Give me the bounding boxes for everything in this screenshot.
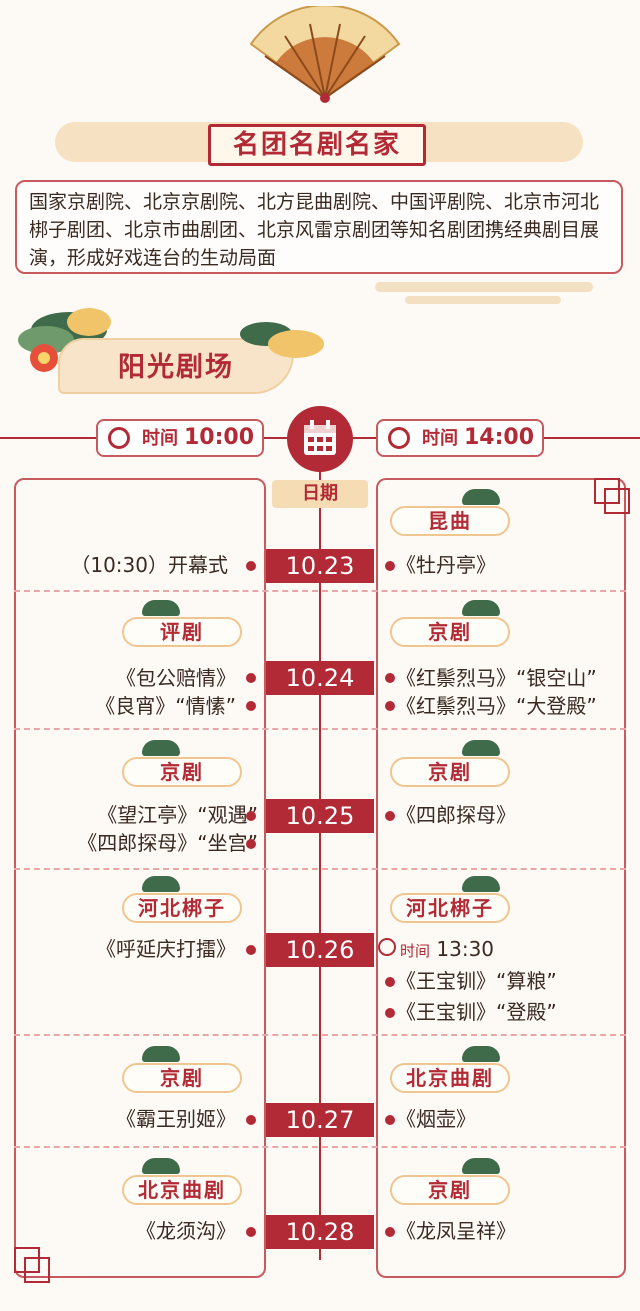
decor-bar — [375, 282, 593, 292]
afternoon-item: 《烟壶》 — [396, 1107, 476, 1131]
genre-tag: 评剧 — [122, 617, 242, 647]
date-10-27: 10.27 — [266, 1103, 374, 1137]
row-separator — [14, 1146, 626, 1148]
cloud-decor-icon — [462, 1158, 500, 1174]
genre-tag: 京剧 — [390, 617, 510, 647]
date-10-23: 10.23 — [266, 549, 374, 583]
morning-item: 《龙须沟》 — [136, 1219, 236, 1243]
bullet-dot — [246, 945, 256, 955]
genre-tag: 京剧 — [122, 1063, 242, 1093]
bullet-dot — [385, 561, 395, 571]
clock-icon — [378, 938, 396, 956]
cloud-decor-icon — [462, 1046, 500, 1062]
timeline-vertical — [319, 440, 321, 1260]
cloud-decor-icon — [142, 1158, 180, 1174]
page-title: 名团名剧名家 — [208, 124, 426, 166]
fan-icon — [249, 6, 401, 103]
decor-bar — [405, 296, 561, 304]
afternoon-item: 《王宝钏》“算粮” — [396, 969, 557, 993]
afternoon-item: 《龙凤呈祥》 — [396, 1219, 516, 1243]
bullet-dot — [385, 811, 395, 821]
time-label: 时间 — [400, 942, 431, 960]
cloud-decor-icon — [142, 876, 180, 892]
cloud-decor-icon — [18, 308, 111, 372]
calendar-icon — [304, 420, 336, 455]
bullet-dot — [246, 701, 256, 711]
afternoon-panel — [376, 478, 626, 1278]
date-column-header: 日期 — [272, 480, 368, 508]
genre-tag: 昆曲 — [390, 506, 510, 536]
morning-item: 《包公赔情》 — [116, 666, 236, 690]
genre-tag: 河北梆子 — [390, 893, 510, 923]
clock-icon — [388, 427, 410, 449]
bullet-dot — [246, 839, 256, 849]
cloud-decor-icon — [462, 876, 500, 892]
morning-panel — [14, 478, 266, 1278]
morning-item: 《四郎探母》“坐宫” — [77, 831, 258, 855]
cloud-decor-icon — [462, 600, 500, 616]
cloud-decor-icon — [462, 489, 500, 505]
calendar-badge — [287, 406, 353, 472]
time-label: 时间 — [422, 428, 458, 449]
corner-ornament — [594, 478, 620, 504]
morning-item: 《霸王别姬》 — [116, 1107, 236, 1131]
afternoon-item: 《红鬃烈马》“银空山” — [396, 666, 597, 690]
corner-ornament — [604, 488, 630, 514]
cloud-decor-icon — [240, 322, 324, 358]
venue-banner — [58, 338, 294, 394]
cloud-decor-icon — [462, 740, 500, 756]
afternoon-time: 13:30 — [436, 937, 495, 961]
genre-tag: 北京曲剧 — [122, 1175, 242, 1205]
bullet-dot — [385, 701, 395, 711]
bullet-dot — [246, 1227, 256, 1237]
afternoon-item: 《牡丹亭》 — [396, 553, 496, 577]
cloud-decor-icon — [142, 1046, 180, 1062]
row-separator — [14, 868, 626, 870]
corner-ornament — [24, 1257, 50, 1283]
bullet-dot — [385, 1227, 395, 1237]
afternoon-time-label: 时间 13:30 — [400, 935, 494, 965]
date-10-24: 10.24 — [266, 661, 374, 695]
genre-tag: 北京曲剧 — [390, 1063, 510, 1093]
date-10-26: 10.26 — [266, 933, 374, 967]
intro-text: 国家京剧院、北京京剧院、北方昆曲剧院、中国评剧院、北京市河北梆子剧团、北京市曲剧… — [15, 180, 623, 274]
afternoon-item: 《红鬃烈马》“大登殿” — [396, 694, 597, 718]
row-separator — [14, 590, 626, 592]
row-separator — [14, 1034, 626, 1036]
corner-ornament — [14, 1247, 40, 1273]
morning-item: （10:30）开幕式 — [70, 553, 228, 577]
bullet-dot — [385, 673, 395, 683]
cloud-decor-icon — [142, 600, 180, 616]
date-10-28: 10.28 — [266, 1215, 374, 1249]
bullet-dot — [246, 1115, 256, 1125]
morning-item: 《望江亭》“观遇” — [97, 803, 258, 827]
row-separator — [14, 728, 626, 730]
bullet-dot — [246, 673, 256, 683]
bullet-dot — [385, 1115, 395, 1125]
afternoon-item: 《四郎探母》 — [396, 803, 516, 827]
afternoon-time-pill: 时间 14:00 — [376, 419, 544, 457]
morning-time-pill: 时间 10:00 — [96, 419, 264, 457]
venue-name: 阳光剧场 — [118, 352, 234, 383]
genre-tag: 河北梆子 — [122, 893, 242, 923]
genre-tag: 京剧 — [122, 757, 242, 787]
genre-tag: 京剧 — [390, 1175, 510, 1205]
clock-icon — [108, 427, 130, 449]
bullet-dot — [246, 561, 256, 571]
cloud-decor-icon — [142, 740, 180, 756]
bullet-dot — [246, 811, 256, 821]
afternoon-time: 14:00 — [464, 425, 535, 450]
time-label: 时间 — [142, 428, 178, 449]
bullet-dot — [385, 1008, 395, 1018]
morning-item: 《呼延庆打擂》 — [96, 937, 236, 961]
bullet-dot — [385, 977, 395, 987]
morning-time: 10:00 — [184, 425, 255, 450]
afternoon-item: 《王宝钏》“登殿” — [396, 1000, 557, 1024]
date-10-25: 10.25 — [266, 799, 374, 833]
genre-tag: 京剧 — [390, 757, 510, 787]
morning-item: 《良宵》“情愫” — [95, 694, 236, 718]
